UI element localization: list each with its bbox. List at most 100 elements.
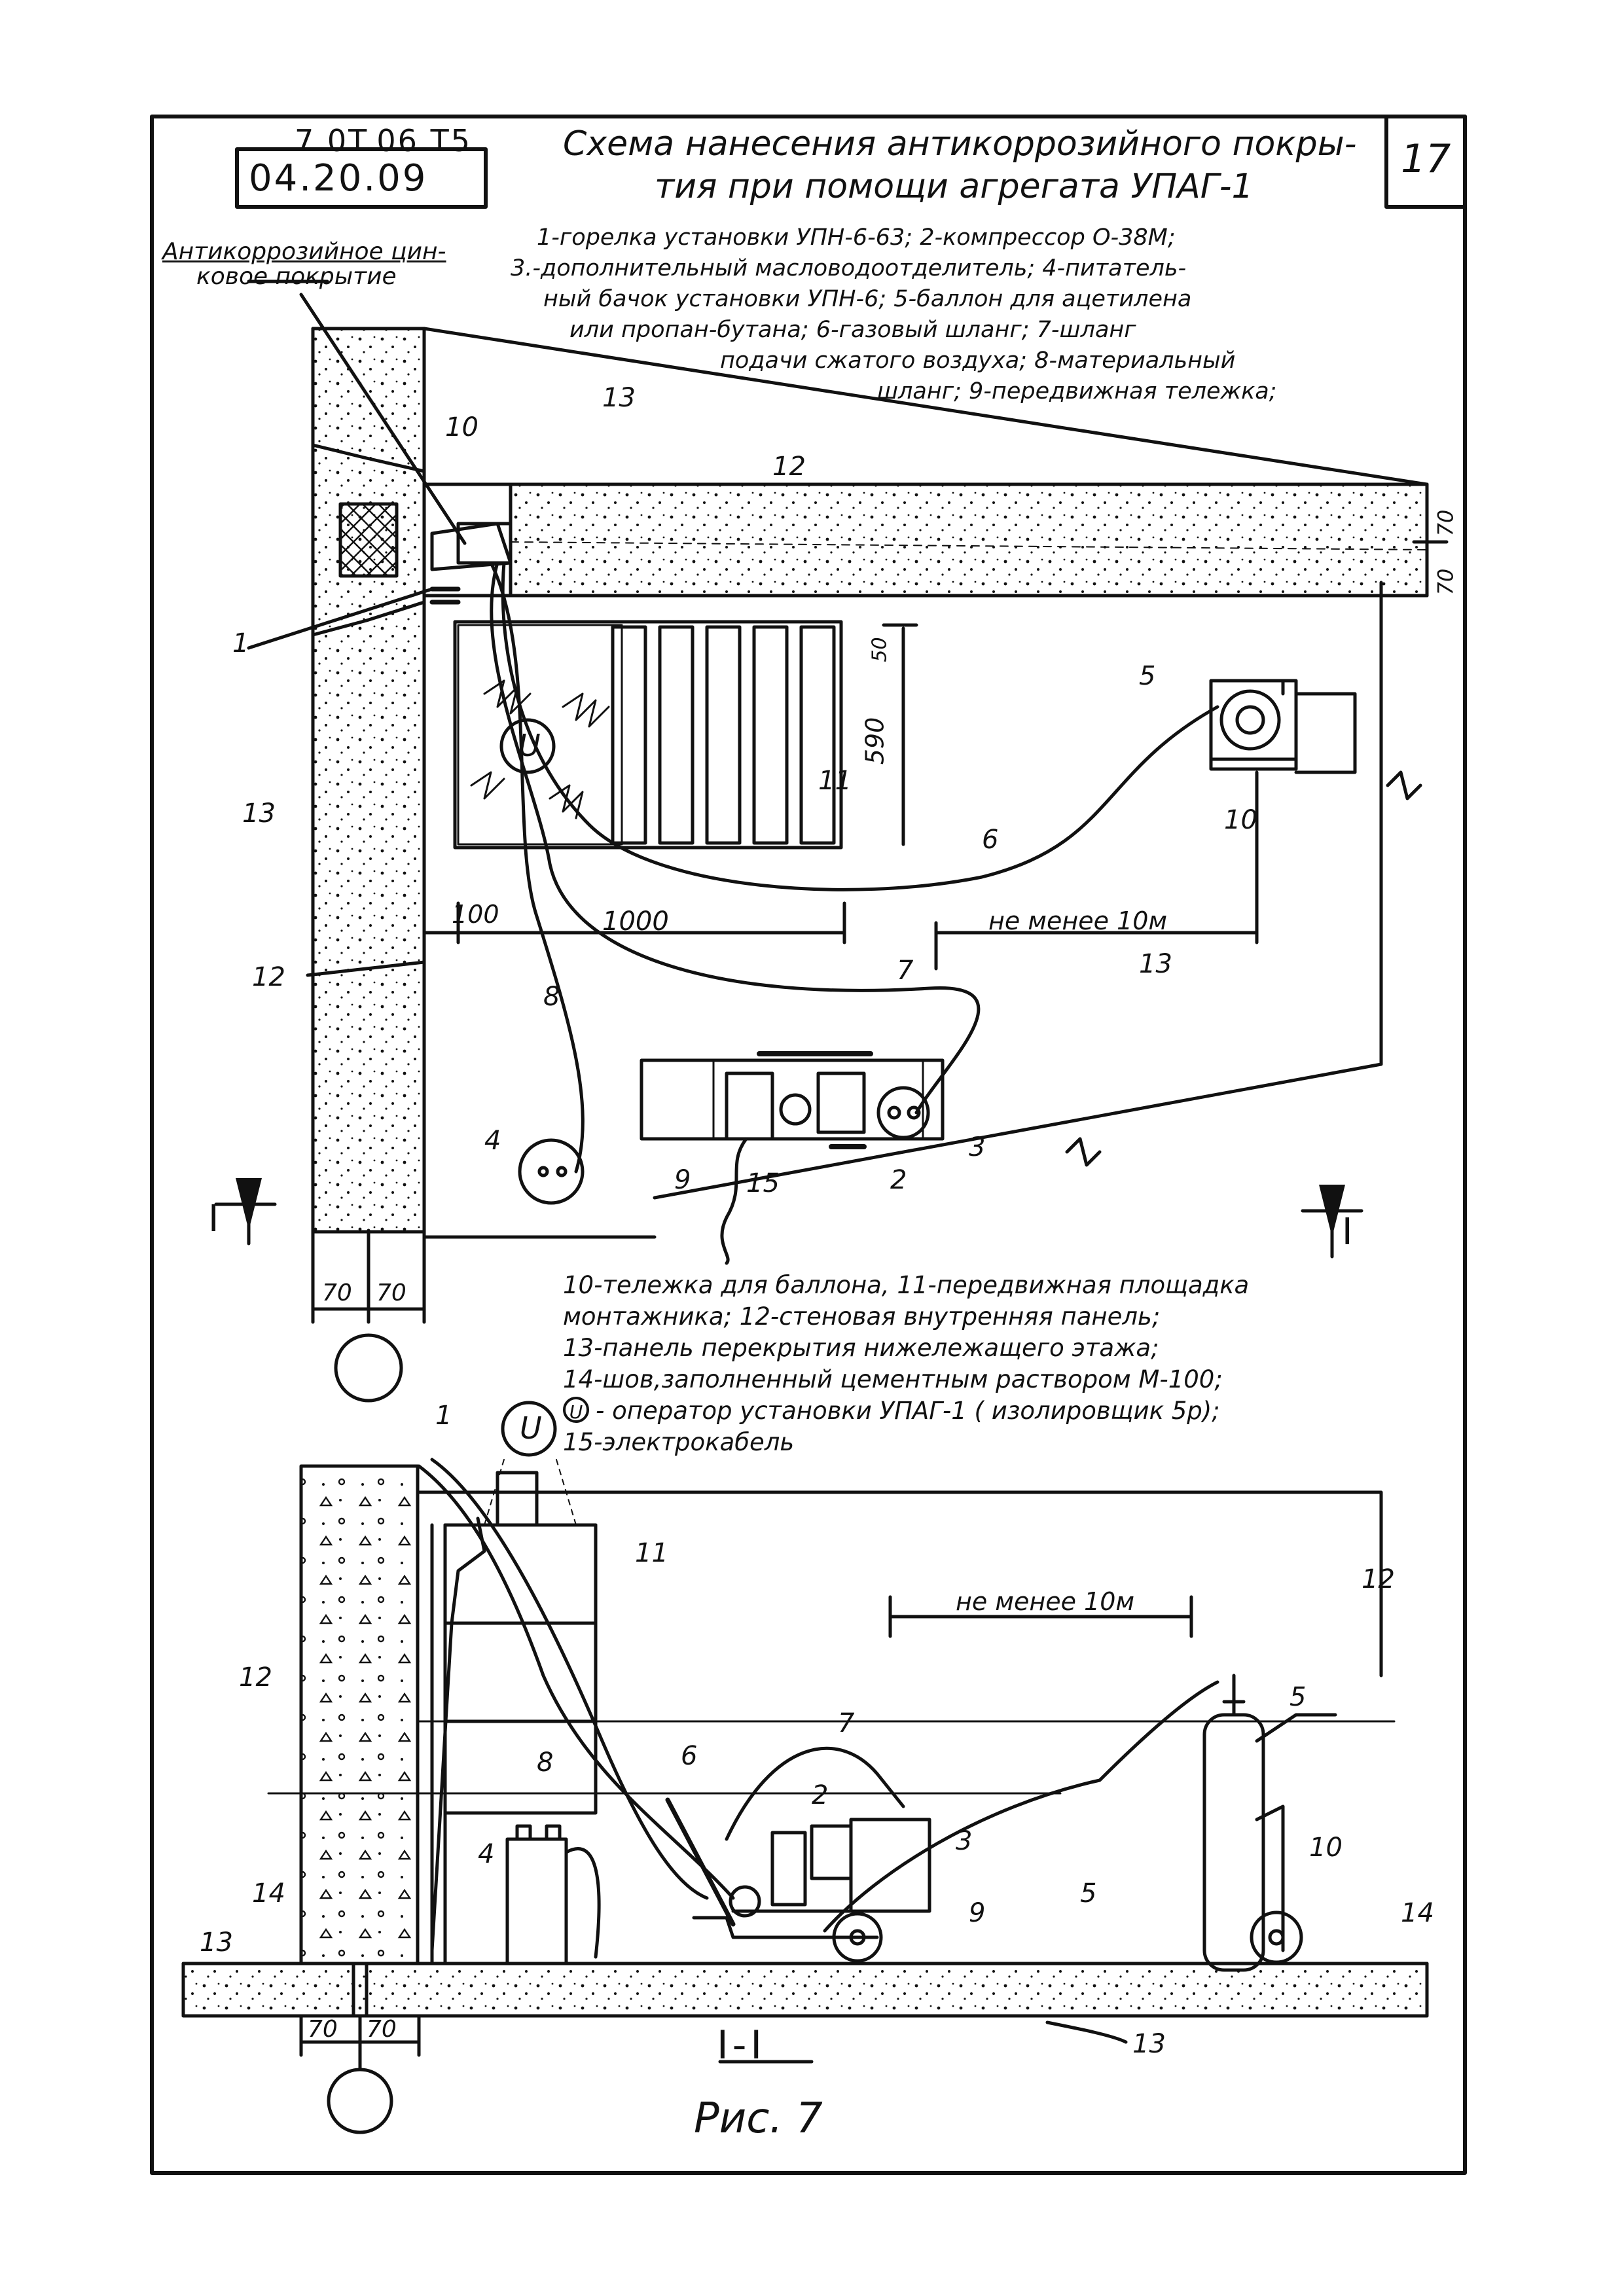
section-label-4: 4: [478, 1839, 495, 1869]
doc-code-top: 7.0T.06.T5: [295, 123, 472, 158]
legend-bottom: 10-тележка для баллона, 11-передвижная п…: [563, 1270, 1466, 1458]
plan-label-13-left: 13: [242, 798, 276, 829]
section-label-13-bottom: 13: [1132, 2029, 1166, 2059]
legend-bottom-line: 13-панель перекрытия нижележащего этажа;: [563, 1334, 1159, 1362]
section-label-12-wall: 12: [239, 1662, 272, 1693]
plan-label-15: 15: [746, 1168, 780, 1198]
section-label-14-left: 14: [252, 1878, 285, 1909]
plan-label-13-right: 13: [1139, 949, 1172, 979]
legend-top-line: 3.-дополнительный масловодоотделитель; 4…: [511, 255, 1187, 281]
dim-50: 50: [868, 637, 892, 662]
plan-label-9: 9: [674, 1165, 691, 1195]
section-label-13-left: 13: [200, 1928, 233, 1958]
dim-section-70a: 70: [308, 2016, 338, 2043]
section-label-11: 11: [635, 1538, 668, 1568]
section-label-3: 3: [956, 1826, 973, 1856]
dim-590: 590: [860, 717, 890, 765]
legend-bottom-line: монтажника; 12-стеновая внутренняя панел…: [563, 1302, 1161, 1331]
legend-top-line: шланг; 9-передвижная тележка;: [877, 378, 1277, 404]
dim-70-slab-bottom: 70: [1433, 568, 1458, 596]
plan-label-13-top: 13: [602, 383, 636, 413]
section-label-5-hose: 5: [1080, 1878, 1097, 1909]
section-mark-right: I: [1342, 1211, 1353, 1253]
section-label-6: 6: [681, 1741, 698, 1771]
legend-top-line: или пропан-бутана; 6-газовый шланг; 7-шл…: [569, 317, 1136, 343]
operator-plan-label: U: [518, 728, 541, 763]
section-label-2: 2: [812, 1780, 829, 1810]
plan-label-6: 6: [982, 825, 999, 855]
feed-tank-plan: [518, 1138, 585, 1205]
section-label-9: 9: [969, 1898, 986, 1928]
dim-100: 100: [452, 900, 499, 929]
section-mark-left: I: [208, 1198, 219, 1240]
platform-plan: [453, 620, 843, 850]
plan-label-4: 4: [484, 1126, 501, 1156]
figure-caption: Рис. 7: [694, 2094, 823, 2143]
section-label-12-right: 12: [1362, 1564, 1395, 1594]
dim-70-slab-top: 70: [1433, 509, 1458, 537]
section-label-8: 8: [537, 1748, 554, 1778]
plan-label-10-joint: 10: [445, 412, 478, 442]
plan-label-1: 1: [232, 628, 249, 658]
section-label-10: 10: [1309, 1833, 1343, 1863]
doc-code-box: [235, 147, 488, 209]
coating-callout-line2: ковое покрытие: [196, 263, 397, 290]
ceiling-panel-plan: [509, 482, 1429, 598]
plan-label-7: 7: [897, 956, 914, 986]
operator-section-circle: [501, 1401, 557, 1457]
gas-hose-5-section: [823, 1680, 1219, 1933]
axis-marker-plan: [334, 1333, 403, 1403]
plan-label-10: 10: [1224, 805, 1257, 835]
doc-code: 04.20.09: [249, 157, 428, 200]
dim-min-10m-section: не менее 10м: [956, 1587, 1135, 1616]
section-label-1: 1: [435, 1401, 452, 1431]
wall-panel-plan: [311, 327, 426, 1234]
dim-wall-70b: 70: [376, 1280, 406, 1306]
floor-panel-outline: [422, 327, 1429, 486]
air-hose-7-plan: [490, 561, 981, 1115]
dim-min-10m-plan: не менее 10м: [988, 906, 1168, 935]
legend-top-line: ный бачок установки УПН-6; 5-баллон для …: [543, 286, 1192, 312]
operator-section-label: U: [520, 1410, 542, 1446]
page-title-line2: тия при помощи агрегата УПАГ-1: [655, 167, 1254, 206]
coating-callout-line1: Антикоррозийное цин-: [162, 238, 446, 265]
dim-wall-70a: 70: [322, 1280, 352, 1306]
legend-top: 1-горелка установки УПН-6-63; 2-компресс…: [511, 223, 1453, 407]
plan-label-3: 3: [969, 1132, 986, 1162]
sheet-number: 17: [1401, 136, 1451, 182]
cylinder-trolley-plan: [1209, 679, 1298, 761]
plan-label-2: 2: [890, 1165, 907, 1195]
legend-bottom-line: 14-шов,заполненный цементным раствором М…: [563, 1365, 1223, 1393]
gas-cylinder-section: [1202, 1713, 1265, 1972]
operator-legend-symbol: U: [563, 1397, 589, 1423]
compressor-trolley-plan: [640, 1058, 945, 1141]
section-label-7: 7: [838, 1708, 855, 1738]
page-title-line1: Схема нанесения антикоррозийного покры-: [563, 124, 1357, 164]
legend-bottom-line: 10-тележка для баллона, 11-передвижная п…: [563, 1271, 1250, 1299]
feed-tank-section: [505, 1837, 568, 1965]
operator-legend-text: - оператор установки УПАГ-1 ( изолировщи…: [596, 1397, 1220, 1425]
page-frame: [150, 115, 1467, 2175]
hoses-section: [417, 1464, 735, 1900]
legend-bottom-line: U - оператор установки УПАГ-1 ( изолиров…: [563, 1395, 1466, 1427]
dim-1000: 1000: [602, 906, 669, 937]
section-label-14-right: 14: [1401, 1898, 1434, 1928]
legend-top-line: 1-горелка установки УПН-6-63; 2-компресс…: [537, 224, 1176, 251]
plan-label-5: 5: [1139, 661, 1156, 691]
dim-section-70b: 70: [367, 2016, 397, 2043]
plan-label-12-wall: 12: [252, 962, 285, 992]
legend-top-line: подачи сжатого воздуха; 8-материальный: [720, 348, 1236, 374]
plan-label-12-slab: 12: [772, 452, 806, 482]
electric-cable-15: [720, 1137, 748, 1265]
axis-marker-section: [327, 2068, 393, 2134]
section-title: I-I: [717, 2022, 767, 2068]
plan-label-11: 11: [818, 766, 852, 796]
wall-panel-section: [299, 1464, 420, 1965]
legend-bottom-line: 15-электрокабель: [563, 1428, 795, 1456]
material-hose-8-plan: [489, 561, 585, 1174]
sheet-number-box: [1384, 115, 1467, 209]
operator-plan-circle: [499, 718, 556, 774]
floor-slab-section: [181, 1962, 1429, 2018]
section-label-5-top: 5: [1290, 1682, 1307, 1712]
